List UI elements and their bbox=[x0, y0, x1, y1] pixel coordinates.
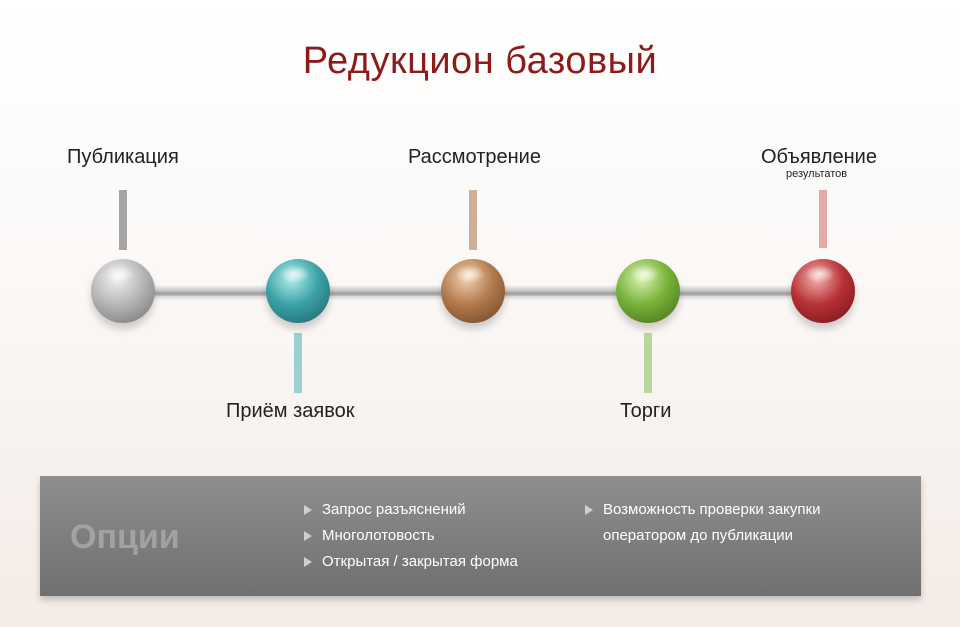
triangle-bullet-icon bbox=[304, 531, 312, 541]
stage-node-applications bbox=[266, 259, 330, 323]
stage-label-review: Рассмотрение bbox=[408, 146, 541, 168]
stage-connector-bidding bbox=[644, 333, 652, 393]
stage-node-bidding bbox=[616, 259, 680, 323]
option-text: Многолотовость bbox=[322, 527, 435, 544]
stage-sublabel-results: результатов bbox=[786, 168, 848, 180]
stage-connector-results bbox=[819, 190, 827, 248]
stage-node-publication bbox=[91, 259, 155, 323]
option-item: Открытая / закрытая форма bbox=[302, 552, 518, 578]
options-panel: Опции Запрос разъяснений Многолотовость … bbox=[40, 476, 921, 596]
option-text-continued: оператором до публикации bbox=[603, 527, 794, 544]
triangle-bullet-icon bbox=[585, 505, 593, 515]
stage-label-results: Объявление bbox=[761, 146, 877, 168]
option-item: Возможность проверки закупки bbox=[583, 500, 820, 526]
option-item: Запрос разъяснений bbox=[302, 500, 518, 526]
option-text: Возможность проверки закупки bbox=[603, 501, 821, 518]
stage-node-results bbox=[791, 259, 855, 323]
stage-connector-publication bbox=[119, 190, 127, 250]
triangle-bullet-icon bbox=[304, 557, 312, 567]
triangle-bullet-icon bbox=[304, 505, 312, 515]
page-title: Редукцион базовый bbox=[302, 40, 658, 82]
option-item: Многолотовость bbox=[302, 526, 518, 552]
option-text: Запрос разъяснений bbox=[322, 501, 466, 518]
stage-label-publication: Публикация bbox=[67, 146, 179, 168]
options-title: Опции bbox=[70, 518, 180, 556]
option-text: Открытая / закрытая форма bbox=[322, 553, 518, 570]
options-list-left: Запрос разъяснений Многолотовость Открыт… bbox=[302, 500, 518, 578]
stage-label-applications: Приём заявок bbox=[226, 400, 355, 422]
options-list-right: Возможность проверки закупки оператором … bbox=[583, 500, 820, 552]
stage-node-review bbox=[441, 259, 505, 323]
stage-connector-review bbox=[469, 190, 477, 250]
stage-connector-applications bbox=[294, 333, 302, 393]
stage-label-bidding: Торги bbox=[620, 400, 672, 422]
